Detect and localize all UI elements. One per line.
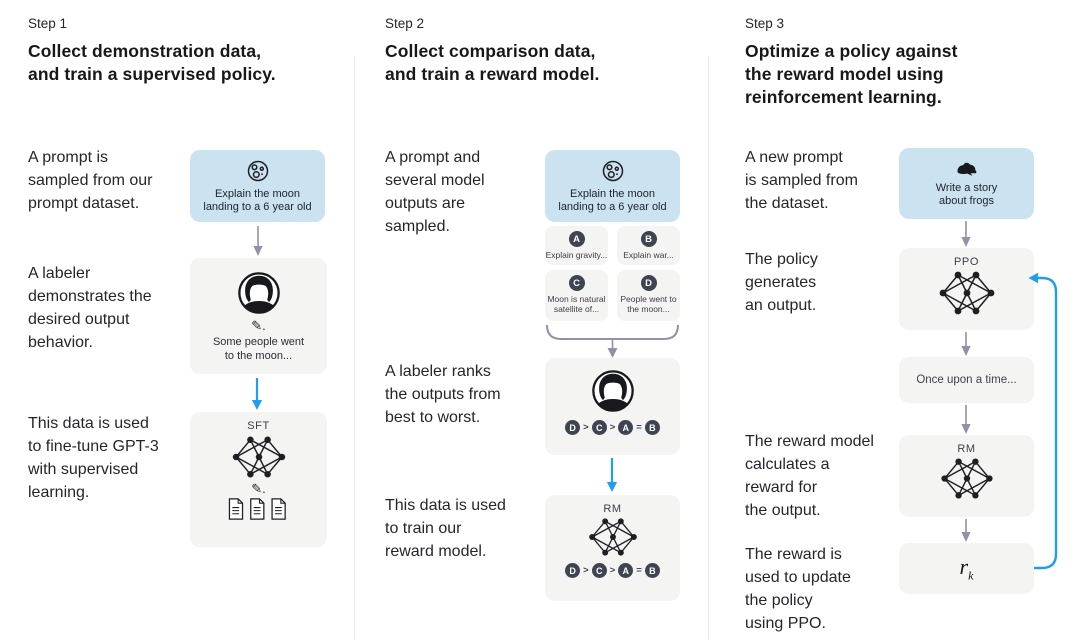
rm-model-box: RM	[899, 435, 1034, 517]
sft-model-box: SFT ✎.	[190, 412, 327, 547]
neural-network-icon	[936, 270, 998, 316]
rank-pill: C	[591, 563, 607, 578]
model-label: RM	[957, 443, 976, 455]
frog-icon	[955, 159, 979, 178]
arrow-down-icon	[961, 405, 971, 434]
arrow-down-icon	[961, 519, 971, 542]
rm-model-box: RM D > C > A = B	[545, 495, 680, 601]
arrow-down-icon	[606, 458, 618, 492]
caption-prompt-sampled: A prompt is sampled from our prompt data…	[28, 149, 153, 212]
caption-labeler-demonstrates: A labeler demonstrates the desired outpu…	[28, 265, 152, 351]
caption-finetune: This data is used to fine-tune GPT-3 wit…	[28, 415, 159, 501]
rank-pill: D	[565, 420, 581, 435]
rank-separator: =	[636, 565, 642, 576]
rank-pill: B	[644, 563, 660, 578]
caption-labeler-ranks: A labeler ranks the outputs from best to…	[385, 363, 501, 426]
rank-pill: A	[618, 420, 634, 435]
output-card-b: B Explain war...	[617, 226, 680, 265]
demonstration-text: Some people went to the moon...	[212, 336, 305, 362]
step-title: Collect demonstration data, and train a …	[28, 41, 276, 84]
prompt-text: Explain the moon landing to a 6 year old	[558, 187, 667, 214]
funnel-brace-arrow	[546, 324, 679, 358]
output-text: Explain gravity...	[545, 250, 608, 260]
labeler-avatar-icon	[590, 368, 636, 414]
prompt-box: Explain the moon landing to a 6 year old	[545, 150, 680, 222]
step-label: Step 1	[28, 16, 68, 31]
rank-separator: >	[583, 422, 589, 433]
labeler-avatar-icon	[236, 270, 282, 316]
step-label: Step 3	[745, 16, 785, 31]
prompt-box: Explain the moon landing to a 6 year old	[190, 150, 325, 222]
documents-icon	[228, 497, 290, 521]
letter-badge: D	[640, 275, 657, 291]
caption-rm-calculates: The reward model calculates a reward for…	[745, 433, 874, 519]
pencil-icon: ✎.	[251, 481, 266, 496]
prompt-box: Write a story about frogs	[899, 148, 1034, 219]
rank-pill: A	[618, 563, 634, 578]
arrow-down-icon	[961, 221, 971, 247]
ppo-policy-box: PPO	[899, 248, 1034, 330]
ranking-row: D > C > A = B	[565, 563, 660, 578]
step-label: Step 2	[385, 16, 425, 31]
arrow-down-icon	[251, 378, 263, 410]
column-divider	[354, 56, 355, 640]
arrow-down-icon	[253, 226, 263, 256]
neural-network-icon	[229, 435, 289, 479]
caption-train-rm: This data is used to train our reward mo…	[385, 497, 506, 560]
output-card-a: A Explain gravity...	[545, 226, 608, 265]
neural-network-icon	[585, 517, 641, 557]
step-title: Optimize a policy against the reward mod…	[745, 41, 958, 107]
moon-icon	[600, 158, 626, 184]
generated-output-text: Once upon a time...	[916, 374, 1017, 386]
letter-badge: A	[568, 231, 585, 247]
rank-separator: >	[609, 422, 616, 433]
output-card-c: C Moon is natural satellite of...	[545, 270, 608, 321]
ranking-row: D > C > A = B	[565, 420, 660, 435]
rank-separator: >	[583, 565, 589, 576]
letter-badge: B	[640, 231, 657, 247]
caption-reward-updates: The reward is used to update the policy …	[745, 546, 851, 632]
pencil-icon: ✎.	[251, 318, 266, 333]
model-label: SFT	[247, 420, 270, 432]
caption-outputs-sampled: A prompt and several model outputs are s…	[385, 149, 485, 235]
labeler-box: D > C > A = B	[545, 358, 680, 455]
rank-pill: B	[644, 420, 660, 435]
output-text: Explain war...	[623, 250, 674, 260]
arrow-down-icon	[961, 332, 971, 356]
neural-network-icon	[938, 457, 996, 500]
column-divider	[708, 56, 709, 640]
output-card-d: D People went to the moon...	[617, 270, 680, 321]
rank-pill: C	[591, 420, 607, 435]
rank-separator: >	[609, 565, 616, 576]
generated-output-box: Once upon a time...	[899, 357, 1034, 403]
prompt-text: Explain the moon landing to a 6 year old	[203, 187, 312, 214]
letter-badge: C	[568, 275, 585, 291]
model-label: RM	[603, 503, 622, 515]
output-text: Moon is natural satellite of...	[547, 294, 606, 314]
prompt-text: Write a story about frogs	[935, 181, 998, 208]
caption-policy-generates: The policy generates an output.	[745, 251, 818, 314]
output-text: People went to the moon...	[620, 294, 677, 314]
moon-icon	[245, 158, 271, 184]
feedback-loop-arrow	[1028, 272, 1058, 570]
rank-separator: =	[636, 422, 642, 433]
model-label: PPO	[953, 256, 980, 268]
step-title: Collect comparison data, and train a rew…	[385, 41, 600, 84]
caption-new-prompt: A new prompt is sampled from the dataset…	[745, 149, 858, 212]
rank-pill: D	[565, 563, 581, 578]
reward-variable: rk	[959, 553, 974, 583]
reward-value-box: rk	[899, 543, 1034, 594]
labeler-box: ✎. Some people went to the moon...	[190, 258, 327, 374]
